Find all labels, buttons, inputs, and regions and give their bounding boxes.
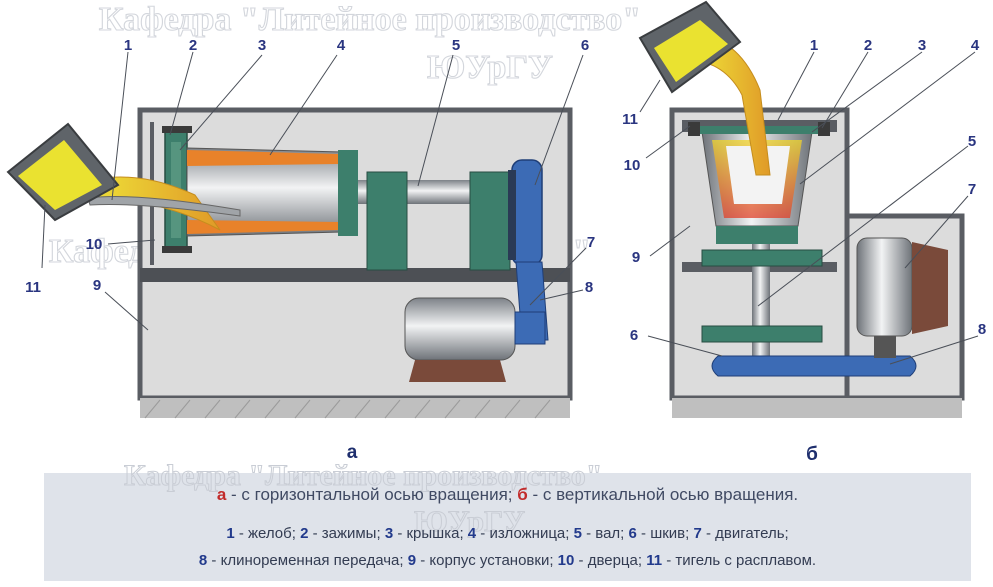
legend.row2-text-0: - желоб; [234,525,301,542]
callout-b-8: 8 [978,321,986,338]
bearing1-a [366,171,408,271]
legend.row2-text-4: - вал; [581,525,629,542]
callout-a-10: 10 [86,236,103,253]
legend-caption: а - с горизонтальной осью вращения; б - … [44,485,971,505]
clamp-left-b [688,122,700,136]
floor-b [672,398,962,418]
callout-b-10: 10 [624,157,641,174]
legend.caption-text-0: - с горизонтальной осью вращения; [226,485,518,504]
clamp-top-a [162,126,192,133]
legend.row2-key-1: 2 [300,525,309,542]
motor-base-b [912,242,948,334]
watermark-line1: Кафедра "Литейное производство" [99,1,641,38]
callout-b-6: 6 [630,327,638,344]
legend-panel: Кафедра "Литейное производство" ЮУрГУ а … [44,459,971,581]
floor-a [140,398,570,418]
legend.row2-key-0: 1 [226,525,235,542]
callout-b-11: 11 [622,111,638,128]
callout-b-2: 2 [864,37,872,54]
legend.row2-key-6: 7 [693,525,702,542]
pulley-a [511,159,543,266]
legend.row2-text-3: - изложница; [476,525,574,542]
legend.row2-text-1: - зажимы; [308,525,385,542]
legend.caption-key-0: а [216,485,227,504]
motor-a [404,297,516,361]
belt-b [711,355,917,377]
motor-pulley-a [514,311,546,345]
callout-a-2: 2 [189,37,197,54]
sublabel-a: а [347,442,358,463]
callout-a-11: 11 [25,279,41,296]
mould-end-a [338,150,358,236]
legend.row3-text-3: - тигель с расплавом. [662,552,817,569]
callout-b-3: 3 [918,37,926,54]
legend.row2-text-5: - шкив; [636,525,694,542]
legend.row2-text-2: - крышка; [393,525,468,542]
watermark-line2: ЮУрГУ [427,49,553,86]
legend.row3-key-2: 10 [557,552,575,569]
machine-vertical [638,0,965,418]
callout-b-1: 1 [810,37,818,54]
legend-row-2: 8 - клиноременная передача; 9 - корпус у… [44,552,971,569]
callout-a-3: 3 [258,37,266,54]
callout-a-8: 8 [585,279,593,296]
leaders [41,51,979,365]
legend.row3-key-0: 8 [198,552,208,569]
legend.caption-key-1: б [517,485,528,504]
callout-a-9: 9 [93,277,101,294]
floor-hatch-a [144,399,551,419]
motor-base-a [409,360,506,382]
callout-a-6: 6 [581,37,589,54]
bearing1-b [701,249,823,267]
callout-b-7: 7 [968,181,976,198]
shelf-a [140,268,570,282]
sublabel-b: б [806,444,818,465]
legend.caption-text-1: - с вертикальной осью вращения. [527,485,799,504]
diagram-canvas: Кафедра "Литейное производство" ЮУрГУ Ка… [6,0,986,465]
clamp-bottom-a [162,246,192,253]
legend.row3-key-3: 11 [646,552,663,569]
legend.row2-key-3: 4 [467,525,477,542]
callout-a-7: 7 [587,234,595,251]
machine-horizontal [6,107,573,419]
legend.row3-text-1: - корпус установки; [416,552,558,569]
callout-a-4: 4 [337,37,346,54]
callout-a-5: 5 [452,37,460,54]
legend.row3-key-1: 9 [407,552,417,569]
legend.row2-key-5: 6 [628,525,637,542]
legend.row2-key-2: 3 [384,525,394,542]
legend.row3-text-0: - клиноременная передача; [207,552,408,569]
callout-b-9: 9 [632,249,640,266]
bearing2-b [701,325,823,343]
chute-a [87,196,241,217]
legend.row3-text-2: - дверца; [574,552,647,569]
callout-a-1: 1 [124,37,132,54]
legend-row-1: 1 - желоб; 2 - зажимы; 3 - крышка; 4 - и… [44,525,971,542]
motor-b [856,237,913,337]
legend.row2-key-4: 5 [573,525,582,542]
callout-b-4: 4 [971,37,980,54]
callout-b-5: 5 [968,133,976,150]
bearing2-a [469,171,511,271]
legend.row2-text-6: - двигатель; [701,525,789,542]
